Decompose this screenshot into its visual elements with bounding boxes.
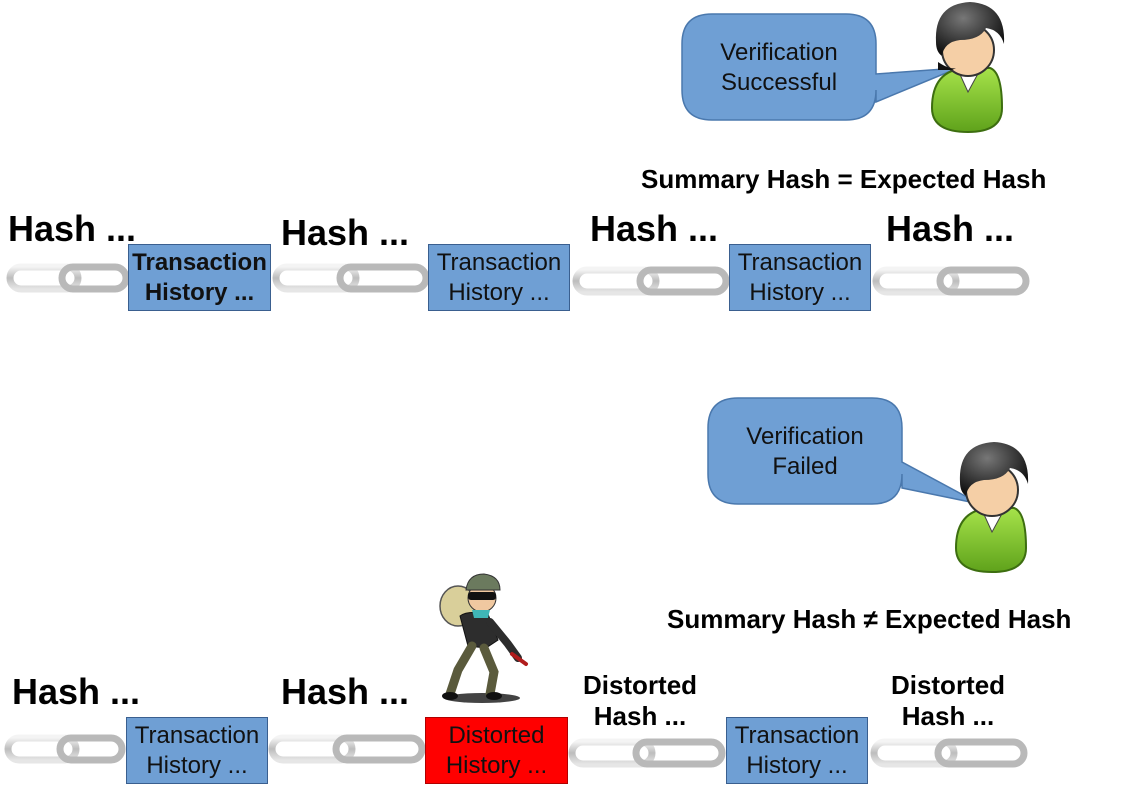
distorted-block: Distorted History ... (425, 717, 568, 784)
transaction-block: Transaction History ... (128, 244, 271, 311)
chain-icon (872, 266, 1030, 296)
speech-bubble-icon (681, 13, 959, 121)
transaction-block: Transaction History ... (428, 244, 570, 311)
transaction-block: Transaction History ... (726, 717, 868, 784)
user-icon (954, 442, 1029, 574)
hash-label: Hash ... (281, 212, 410, 253)
user-icon (930, 2, 1005, 134)
chain-icon (870, 738, 1028, 768)
chain-icon (6, 263, 130, 293)
chain-icon (4, 734, 126, 764)
chain-icon (268, 734, 426, 764)
hash-label: Hash ... (590, 208, 719, 249)
chain-icon (272, 263, 430, 293)
transaction-block: Transaction History ... (126, 717, 268, 784)
verification-successful-text: Verification Successful (720, 39, 838, 96)
thief-icon (439, 573, 528, 703)
summary-equals-text: Summary Hash = Expected Hash (641, 164, 1047, 194)
distorted-hash-label: Distorted Hash ... (890, 670, 1006, 732)
speech-bubble-icon (707, 397, 981, 505)
distorted-hash-label: Distorted Hash ... (582, 670, 698, 732)
transaction-block: Transaction History ... (729, 244, 871, 311)
hash-label: Hash ... (886, 208, 1015, 249)
chain-icon (572, 266, 730, 296)
chain-icon (568, 738, 726, 768)
hash-label: Hash ... (12, 671, 141, 712)
hash-label: Hash ... (281, 671, 410, 712)
verification-failed-text: Verification Failed (746, 423, 864, 480)
summary-not-equal-text: Summary Hash ≠ Expected Hash (667, 604, 1072, 634)
hash-label: Hash ... (8, 208, 137, 249)
